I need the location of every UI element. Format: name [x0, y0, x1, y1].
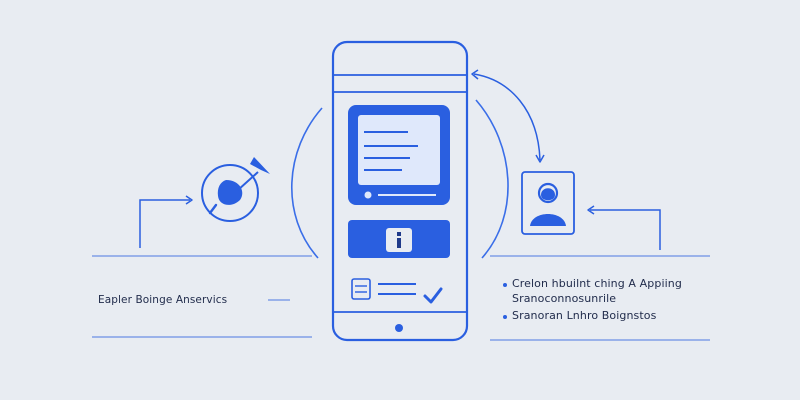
- side-arcs: [291, 99, 509, 259]
- info-icon: [348, 220, 450, 258]
- card-text-lines: [364, 131, 418, 171]
- task-row: [351, 278, 443, 304]
- screen-card: [348, 105, 450, 205]
- baseline-lines: [92, 255, 710, 341]
- arrow-icon: [139, 195, 193, 248]
- arrow-icon: [587, 205, 661, 250]
- user-avatar-icon: [521, 171, 575, 235]
- left-caption: Eapler Boinge Anservics: [98, 294, 228, 306]
- right-arc: [475, 99, 509, 259]
- right-item-1: Crelon hbuilnt ching A Appiing: [512, 277, 682, 290]
- right-item-3: Sranoran Lnhro Boignstos: [512, 309, 657, 322]
- home-button: [395, 324, 403, 332]
- checkbox-icon: [351, 278, 371, 300]
- checkmark-icon: [423, 287, 443, 304]
- curved-arrow: [471, 69, 545, 163]
- bullet-dot: [503, 283, 507, 287]
- bullet-dot: [503, 315, 507, 319]
- card-dot: [364, 191, 372, 199]
- left-arc: [291, 107, 323, 259]
- satellite-dish-icon: [201, 157, 270, 222]
- right-item-2: Sranoconnosunrile: [512, 292, 617, 305]
